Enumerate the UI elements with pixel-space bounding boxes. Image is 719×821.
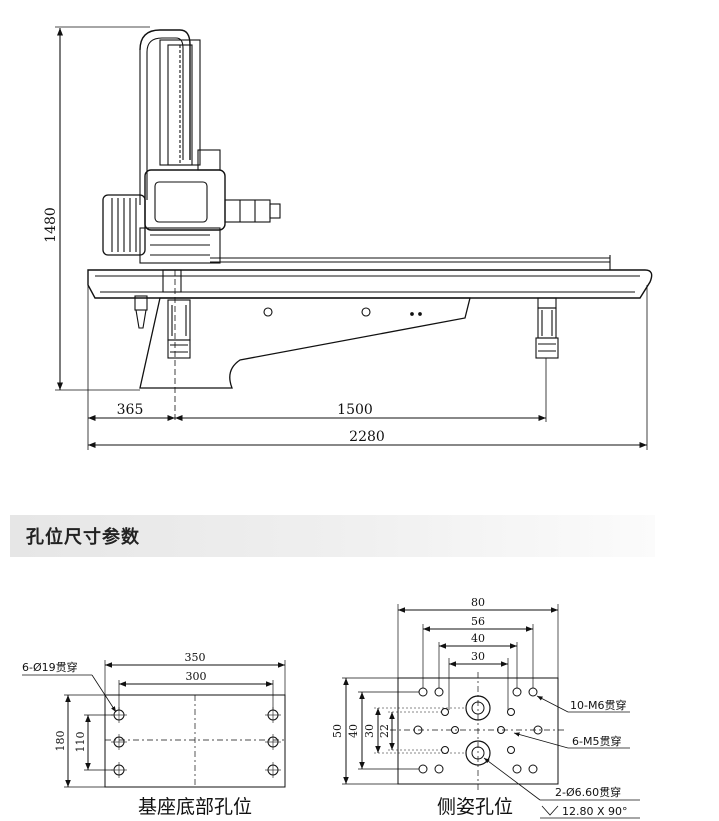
dim-30-v: 30 [363, 724, 376, 738]
dim-1500: 1500 [337, 402, 373, 418]
dim-300: 300 [186, 670, 207, 683]
dim-40-v: 40 [347, 724, 360, 738]
note-m6: 10-M6贯穿 [570, 698, 626, 712]
side-hole-caption: 侧姿孔位 [437, 796, 513, 818]
dim-365: 365 [117, 402, 144, 418]
dim-2280: 2280 [349, 429, 385, 445]
base-hole-note: 6-Ø19贯穿 [22, 660, 78, 674]
dim-80: 80 [471, 596, 485, 609]
dim-height-1480: 1480 [43, 207, 59, 243]
base-hole-caption: 基座底部孔位 [138, 796, 252, 818]
dim-50: 50 [331, 724, 344, 738]
dim-180: 180 [54, 731, 67, 752]
note-phi: 2-Ø6.60贯穿 [555, 785, 621, 799]
robot-side-view [55, 26, 653, 450]
dim-110: 110 [74, 732, 87, 753]
section-title: 孔位尺寸参数 [26, 527, 140, 548]
side-hole-view [342, 604, 640, 819]
section-banner: 孔位尺寸参数 [10, 515, 655, 557]
dim-350: 350 [185, 651, 206, 664]
base-hole-view [22, 660, 286, 788]
dim-22: 22 [378, 724, 391, 738]
dim-56: 56 [471, 615, 485, 628]
note-m5: 6-M5贯穿 [572, 734, 621, 748]
dim-40: 40 [471, 632, 485, 645]
note-countersink: 12.80 X 90° [562, 805, 628, 818]
dim-30: 30 [471, 650, 485, 663]
